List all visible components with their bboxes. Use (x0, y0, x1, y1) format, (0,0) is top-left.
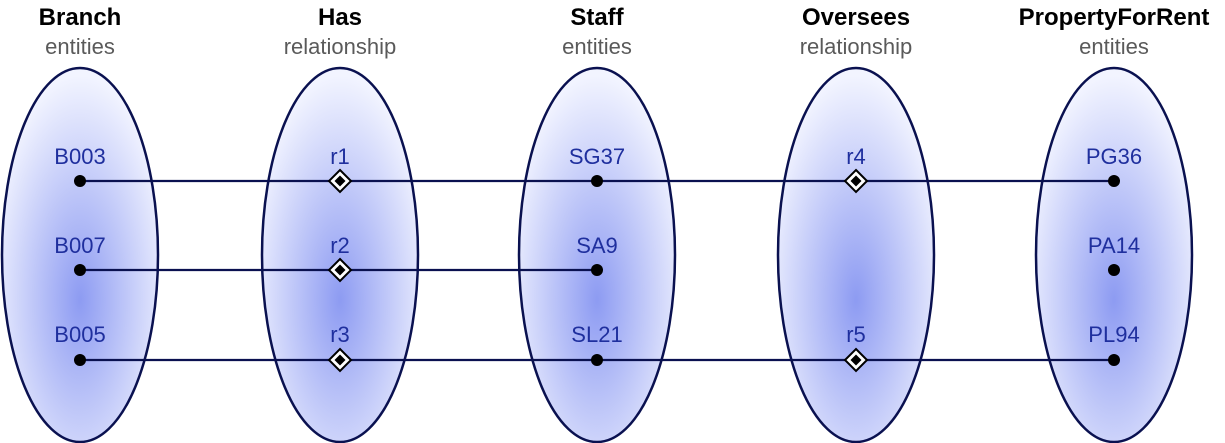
relationship-diamond-r1 (327, 168, 353, 194)
property-subtitle: entities (1079, 34, 1149, 59)
has-title: Has (318, 4, 362, 31)
entity-dot-b007 (74, 264, 86, 276)
property-item-label: PA14 (1088, 233, 1140, 258)
has-item-label: r1 (330, 144, 350, 169)
entity-dot-sg37 (591, 175, 603, 187)
branch-item-label: B007 (54, 233, 105, 258)
oversees-title: Oversees (802, 4, 910, 31)
entity-dot-b003 (74, 175, 86, 187)
staff-item-label: SL21 (571, 322, 622, 347)
branch-subtitle: entities (45, 34, 115, 59)
has-set-ellipse (260, 66, 420, 443)
staff-title: Staff (570, 4, 624, 31)
property-set-ellipse (1034, 66, 1194, 443)
oversees-item-label: r5 (846, 322, 866, 347)
relationship-diamond-r2 (327, 257, 353, 283)
relationship-diamond-r4 (843, 168, 869, 194)
branch-set-ellipse (0, 66, 160, 443)
relationship-diamond-r3 (327, 347, 353, 373)
entity-dot-pl94 (1108, 354, 1120, 366)
staff-subtitle: entities (562, 34, 632, 59)
has-item-label: r2 (330, 233, 350, 258)
branch-title: Branch (39, 4, 122, 31)
entity-dot-b005 (74, 354, 86, 366)
entity-dot-sa9 (591, 264, 603, 276)
staff-item-label: SA9 (576, 233, 618, 258)
staff-set-ellipse (517, 66, 677, 443)
branch-item-label: B003 (54, 144, 105, 169)
entity-dot-pg36 (1108, 175, 1120, 187)
property-item-label: PG36 (1086, 144, 1142, 169)
relationship-diamond-r5 (843, 347, 869, 373)
branch-item-label: B005 (54, 322, 105, 347)
oversees-set-ellipse (776, 66, 936, 443)
oversees-item-label: r4 (846, 144, 866, 169)
oversees-subtitle: relationship (800, 34, 913, 59)
entity-dot-sl21 (591, 354, 603, 366)
has-item-label: r3 (330, 322, 350, 347)
has-subtitle: relationship (284, 34, 397, 59)
property-item-label: PL94 (1088, 322, 1139, 347)
entity-dot-pa14 (1108, 264, 1120, 276)
staff-item-label: SG37 (569, 144, 625, 169)
property-title: PropertyForRent (1019, 4, 1210, 31)
